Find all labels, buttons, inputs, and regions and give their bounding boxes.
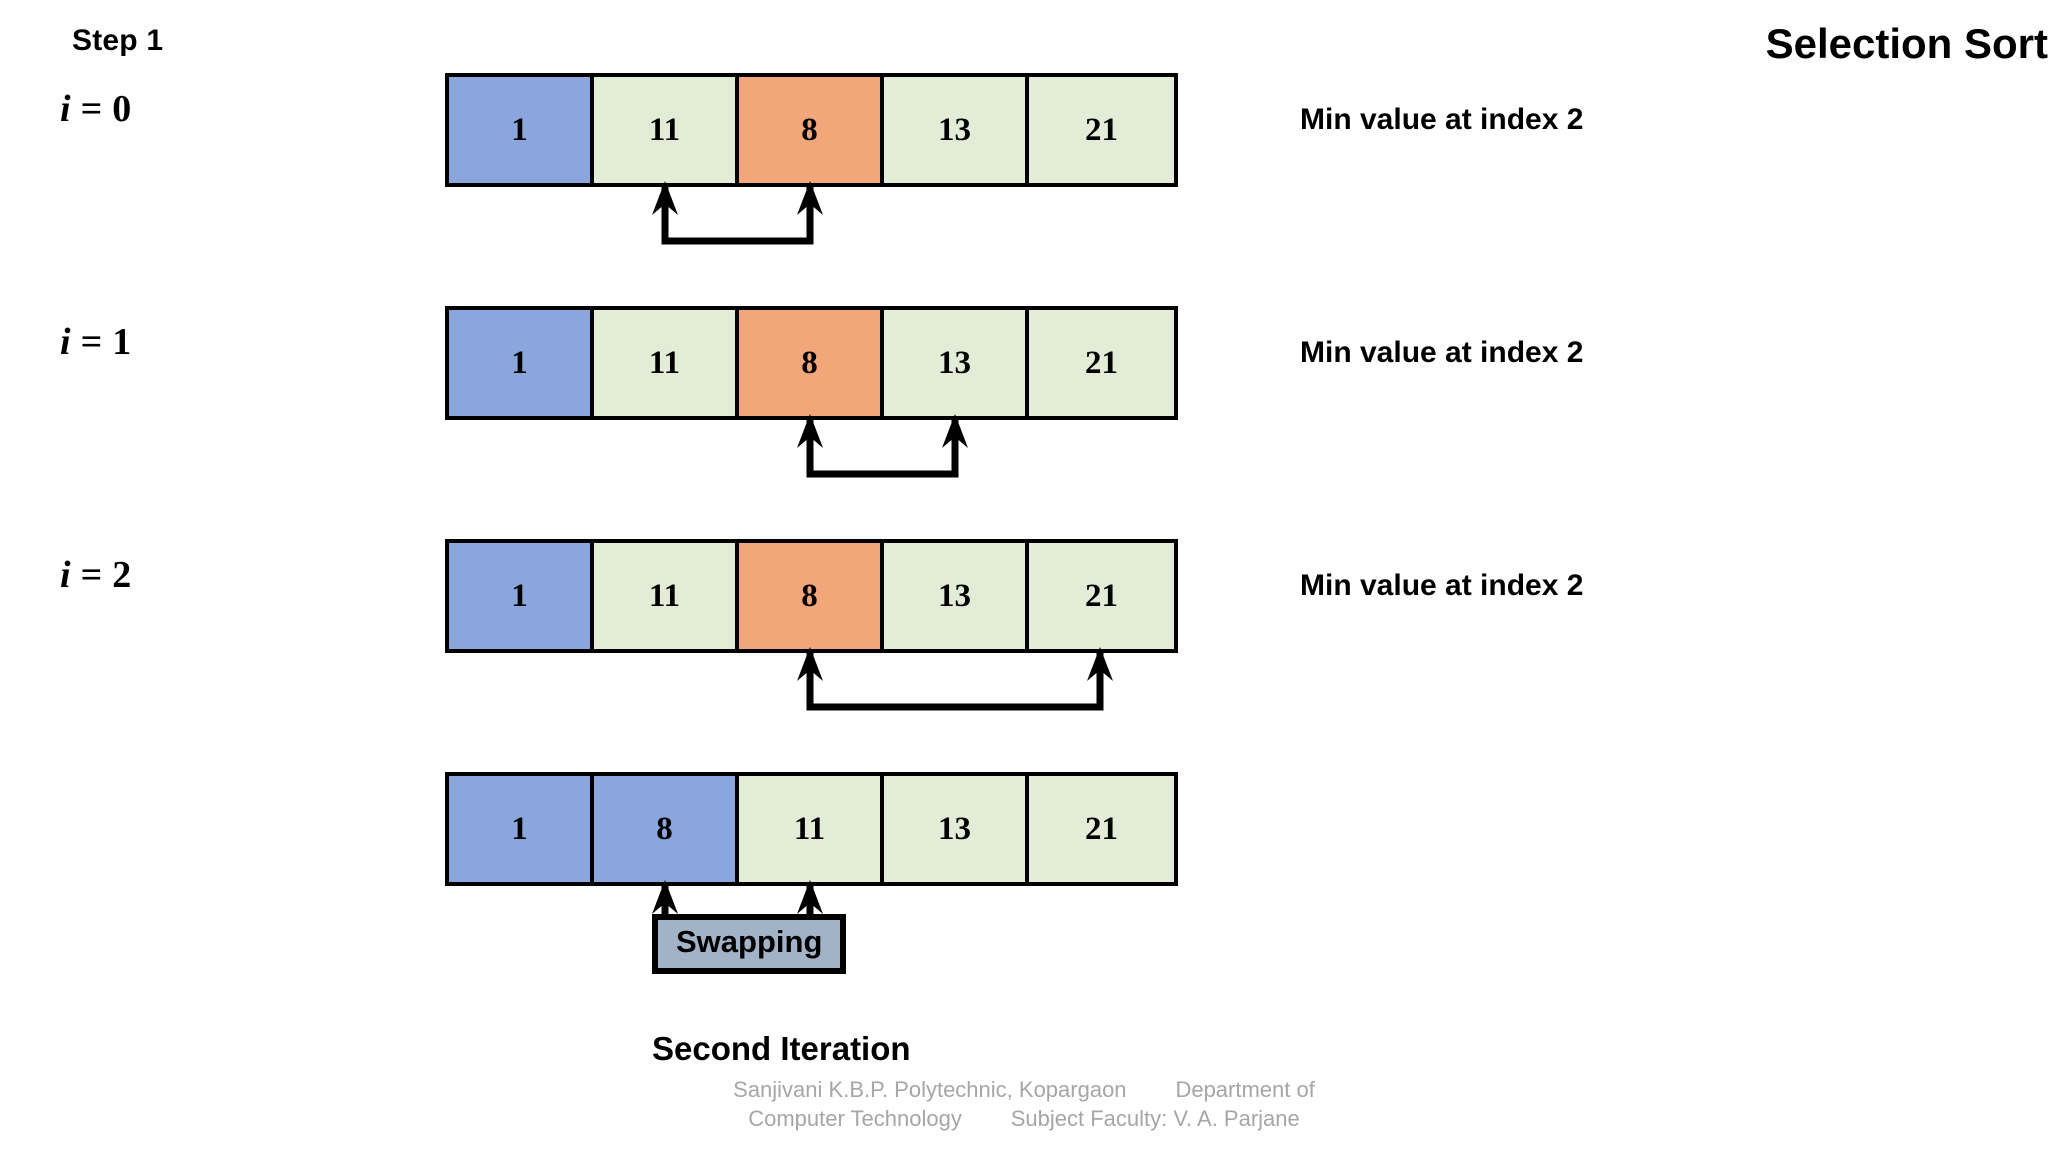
swap-arrow-0	[651, 181, 823, 245]
iterator-label-0: i=0	[60, 87, 131, 131]
array-cell[interactable]: 11	[594, 310, 739, 416]
array-cell[interactable]: 13	[884, 776, 1029, 882]
array-cell[interactable]: 1	[449, 77, 594, 183]
iterator-variable: i	[60, 554, 71, 596]
iterator-value: 0	[112, 88, 132, 130]
array-cell[interactable]: 1	[449, 543, 594, 649]
array-cell[interactable]: 8	[739, 77, 884, 183]
array-cell[interactable]: 21	[1029, 77, 1174, 183]
footer-line-1: Sanjivani K.B.P. Polytechnic, Kopargaon …	[733, 1077, 1315, 1102]
swap-arrow-1	[796, 414, 968, 478]
iterator-equals: =	[80, 88, 103, 130]
array-cell[interactable]: 1	[449, 776, 594, 882]
swap-arrow-2	[796, 647, 1113, 711]
min-value-note-1: Min value at index 2	[1300, 336, 1584, 369]
iterator-variable: i	[60, 321, 71, 363]
array-cell[interactable]: 11	[739, 776, 884, 882]
iterator-equals: =	[80, 554, 103, 596]
arrow-head-icon	[796, 647, 823, 681]
array-cell[interactable]: 11	[594, 77, 739, 183]
array-cell[interactable]: 13	[884, 77, 1029, 183]
swapping-badge: Swapping	[652, 914, 847, 974]
arrow-head-icon	[941, 414, 968, 448]
arrow-head-icon	[796, 414, 823, 448]
array-cell[interactable]: 13	[884, 310, 1029, 416]
array-cell[interactable]: 8	[739, 310, 884, 416]
arrow-head-icon	[1086, 647, 1113, 681]
iterator-value: 2	[112, 554, 132, 596]
array-cell[interactable]: 21	[1029, 776, 1174, 882]
arrow-head-icon	[796, 880, 823, 914]
footer-line-2: Computer Technology Subject Faculty: V. …	[748, 1106, 1300, 1132]
array-cell[interactable]: 1	[449, 310, 594, 416]
array-cell[interactable]: 13	[884, 543, 1029, 649]
min-value-note-0: Min value at index 2	[1300, 103, 1584, 136]
page-title: Selection Sort	[1765, 20, 2048, 67]
arrow-head-icon	[651, 880, 678, 914]
array-cell[interactable]: 8	[739, 543, 884, 649]
arrow-head-icon	[651, 181, 678, 215]
min-value-note-2: Min value at index 2	[1300, 569, 1584, 602]
iterator-value: 1	[112, 321, 132, 363]
array-cell[interactable]: 21	[1029, 310, 1174, 416]
second-iteration-label: Second Iteration	[652, 1030, 911, 1067]
array-cell[interactable]: 11	[594, 543, 739, 649]
arrow-head-icon	[796, 181, 823, 215]
footer: Sanjivani K.B.P. Polytechnic, Kopargaon …	[0, 1075, 2048, 1134]
iterator-label-1: i=1	[60, 320, 131, 364]
iterator-label-2: i=2	[60, 553, 131, 597]
iterator-variable: i	[60, 88, 71, 130]
array-cell[interactable]: 21	[1029, 543, 1174, 649]
step-label: Step 1	[72, 24, 164, 57]
iterator-equals: =	[80, 321, 103, 363]
array-cell[interactable]: 8	[594, 776, 739, 882]
